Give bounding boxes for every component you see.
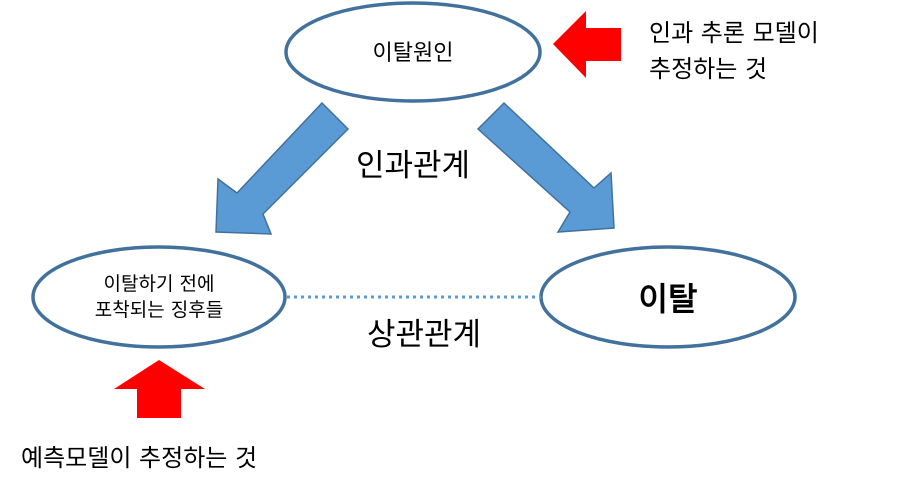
correlation-relation-label: 상관관계 xyxy=(367,317,481,353)
causal-arrow-right xyxy=(476,101,615,233)
cause-node xyxy=(284,1,542,103)
causal-arrow-left xyxy=(215,101,350,235)
predictive-model-note: 예측모델이 추정하는 것 xyxy=(21,444,257,472)
signs-node-label-line2: 포착되는 징후들 xyxy=(95,299,223,321)
signs-node xyxy=(31,245,287,349)
causal-relation-label: 인과관계 xyxy=(356,148,470,184)
causal-model-note-line1: 인과 추론 모델이 xyxy=(649,19,819,47)
cause-node-label: 이탈원인 xyxy=(373,41,454,66)
red-arrow-up-icon xyxy=(114,360,205,418)
causal-model-note-line2: 추정하는 것 xyxy=(649,55,767,83)
red-arrow-left-icon xyxy=(553,11,621,78)
signs-node-label-line1: 이탈하기 전에 xyxy=(104,273,215,295)
churn-node-label: 이탈 xyxy=(639,280,698,318)
